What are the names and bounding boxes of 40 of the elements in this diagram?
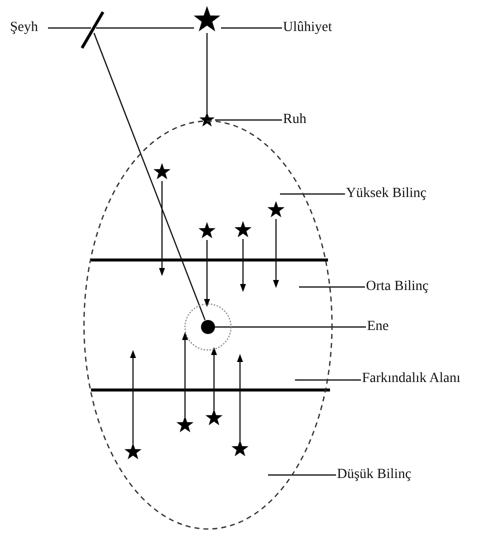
star-icon — [267, 201, 285, 219]
star-icon — [205, 409, 223, 427]
term-label: Ene — [367, 319, 389, 335]
term-label: Farkındalık Alanı — [362, 371, 460, 387]
leader-line — [48, 27, 91, 29]
star-icon — [199, 112, 215, 128]
term-label: Orta Bilinç — [366, 279, 429, 295]
connector-line — [93, 32, 206, 320]
star-icon — [198, 222, 216, 240]
leader-line — [215, 119, 282, 121]
arrow — [182, 332, 188, 417]
arrow — [204, 240, 210, 307]
leader-line — [268, 474, 336, 476]
dot — [201, 320, 215, 334]
term-label: Şeyh — [10, 20, 38, 36]
star-icon — [193, 6, 221, 34]
connector-line — [206, 33, 208, 113]
leader-line — [280, 193, 345, 195]
term-label: Ruh — [283, 112, 306, 128]
connector-line — [96, 27, 194, 29]
arrow — [237, 354, 243, 441]
star-icon — [153, 163, 171, 181]
term-label: Düşük Bilinç — [337, 467, 412, 483]
star-icon — [124, 443, 142, 461]
arrow — [211, 347, 217, 410]
leader-line — [221, 27, 282, 29]
arrow — [273, 219, 279, 288]
leader-line — [215, 326, 366, 328]
leader-line — [295, 379, 361, 381]
arrow — [240, 239, 246, 292]
leader-line — [299, 286, 365, 288]
arrow — [130, 350, 136, 444]
dotted-circle — [184, 303, 232, 351]
term-label: Yüksek Bilinç — [346, 186, 426, 202]
star-icon — [231, 440, 249, 458]
star-icon — [234, 221, 252, 239]
term-label: Ulûhiyet — [283, 20, 332, 36]
slash-mark — [80, 11, 105, 49]
arrow — [159, 181, 165, 276]
star-icon — [176, 416, 194, 434]
